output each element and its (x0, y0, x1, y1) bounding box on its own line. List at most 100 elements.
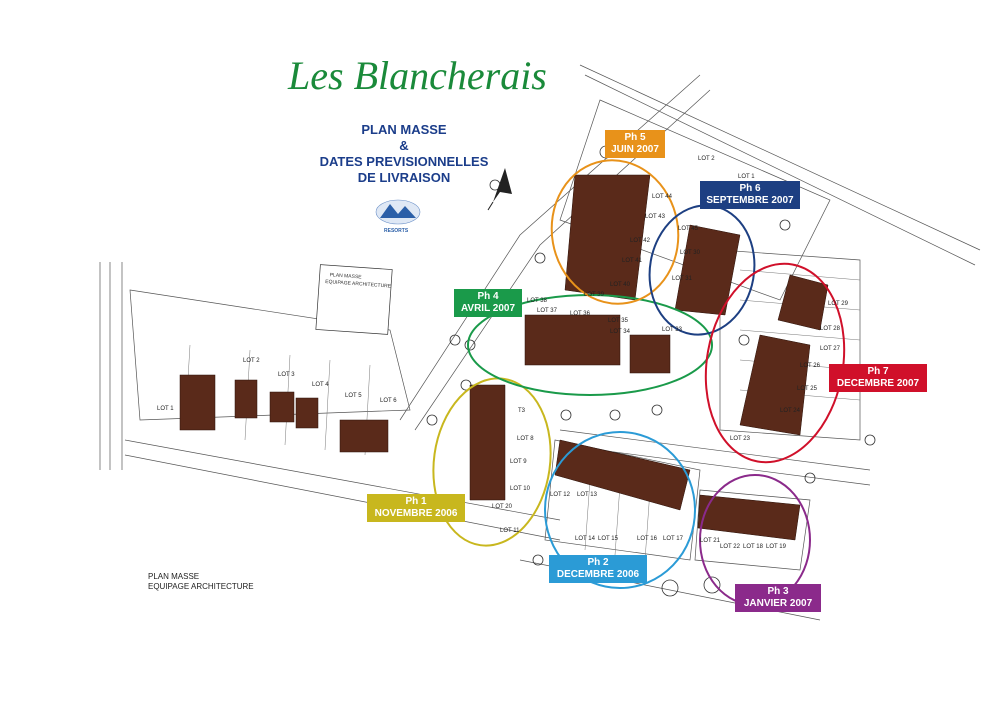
lot-label: LOT 14 (575, 536, 596, 542)
lot-label: LOT 3 (278, 372, 295, 378)
lot-label: LOT 45 (678, 226, 699, 232)
building-phase-4b (629, 334, 671, 374)
phase-2-outline (544, 431, 696, 589)
lot-label: LOT 12 (550, 492, 571, 498)
lot-label: LOT 1 (157, 406, 174, 412)
phase-2-label: Ph 2 DECEMBRE 2006 (549, 555, 647, 583)
page-title: Les Blancherais (288, 53, 547, 98)
lot-label: LOT 25 (797, 386, 818, 392)
phase-3-date: JANVIER 2007 (743, 598, 813, 609)
phase-5-label: Ph 5 JUIN 2007 (605, 130, 665, 158)
building-phase-3 (697, 494, 801, 541)
building-lot-1 (179, 374, 216, 431)
phase-outlines (432, 159, 846, 606)
phase-4-label: Ph 4 AVRIL 2007 (454, 289, 522, 317)
lot-label: LOT 5 (345, 393, 362, 399)
lot-label: LOT 4 (312, 382, 329, 388)
lot-label: LOT 33 (662, 327, 683, 333)
phase-4-outline (467, 294, 713, 396)
lot-label: LOT 20 (492, 504, 513, 510)
logo-text: RESORTS (384, 228, 409, 234)
lot-label: LOT 23 (730, 436, 751, 442)
lot-label: LOT 42 (630, 238, 651, 244)
lot-label: LOT 36 (570, 311, 591, 317)
lot-label: LOT 31 (672, 276, 693, 282)
lot-label: LOT 10 (510, 486, 531, 492)
lot-label: LOT 26 (800, 363, 821, 369)
phase-7-date: DECEMBRE 2007 (836, 378, 920, 389)
lot-label: LOT 29 (828, 301, 849, 307)
lot-label: LOT 35 (608, 318, 629, 324)
lot-label: LOT 24 (780, 408, 801, 414)
phase-3-number: Ph 3 (767, 586, 789, 597)
building-phase-4a (524, 314, 621, 366)
lot-label: LOT 18 (743, 544, 764, 550)
phase-6-label: Ph 6 SEPTEMBRE 2007 (700, 181, 800, 209)
phase-2-number: Ph 2 (587, 557, 609, 568)
lot-label: LOT 11 (500, 528, 520, 534)
subtitle-line-2: & (399, 138, 409, 153)
lot-label: LOT 39 (584, 292, 605, 298)
building-lot-2 (234, 379, 258, 419)
building-phase-1 (469, 384, 506, 501)
phase-6-number: Ph 6 (739, 183, 761, 194)
phase-5-number: Ph 5 (624, 132, 646, 143)
legend-box: PLAN MASSE EQUIPAGE ARCHITECTURE (315, 264, 393, 335)
lot-label: LOT 2 (698, 156, 715, 162)
lot-label: LOT 34 (610, 329, 631, 335)
lot-label: LOT 15 (598, 536, 619, 542)
phase-2-date: DECEMBRE 2006 (556, 569, 640, 580)
phase-4-number: Ph 4 (477, 291, 499, 302)
building-lot-3 (269, 391, 295, 423)
phase-3-label: Ph 3 JANVIER 2007 (735, 584, 821, 612)
building-lot-4 (295, 397, 319, 429)
legend-subtitle: EQUIPAGE ARCHITECTURE (325, 279, 392, 290)
lot-label: LOT 22 (720, 544, 741, 550)
lot-labels: LOT 1 LOT 2 LOT 3 LOT 4 LOT 5 LOT 6 LOT … (157, 156, 849, 550)
lot-label: LOT 43 (645, 214, 666, 220)
company-logo: RESORTS (375, 199, 421, 234)
lot-label: LOT 2 (243, 358, 260, 364)
footer-caption: PLAN MASSE EQUIPAGE ARCHITECTURE (148, 572, 254, 592)
subtitle-line-1: PLAN MASSE (361, 122, 447, 137)
phase-1-outline (432, 377, 552, 547)
phase-1-number: Ph 1 (405, 496, 427, 507)
lot-label: LOT 30 (680, 250, 701, 256)
lot-label: LOT 28 (820, 326, 841, 332)
lot-label: LOT 9 (510, 459, 527, 465)
phase-7-label: Ph 7 DECEMBRE 2007 (829, 364, 927, 392)
phase-1-label: Ph 1 NOVEMBRE 2006 (367, 494, 465, 522)
phase-4-date: AVRIL 2007 (460, 303, 516, 314)
north-arrow-icon (487, 168, 512, 211)
lot-label: LOT 1 (738, 174, 755, 180)
lot-label: LOT 13 (577, 492, 598, 498)
buildings (179, 174, 829, 541)
lot-label: LOT 6 (380, 398, 397, 404)
lot-label: T3 (518, 408, 526, 414)
legend-title: PLAN MASSE (329, 272, 362, 280)
lot-label: LOT 41 (622, 258, 643, 264)
subtitle-line-4: DE LIVRAISON (357, 170, 451, 185)
phase-1-date: NOVEMBRE 2006 (374, 508, 458, 519)
building-phase-7a (777, 274, 829, 331)
building-phase-7b (739, 334, 811, 436)
building-lot-5 (339, 419, 389, 453)
lot-label: LOT 16 (637, 536, 658, 542)
phase-5-date: JUIN 2007 (611, 144, 659, 155)
phase-6-date: SEPTEMBRE 2007 (706, 195, 794, 206)
building-phase-2 (554, 439, 691, 511)
lot-label: LOT 40 (610, 282, 631, 288)
phase-7-number: Ph 7 (867, 366, 889, 377)
lot-label: LOT 19 (766, 544, 787, 550)
footer-line-1: PLAN MASSE (148, 572, 200, 581)
building-phase-6 (674, 224, 741, 316)
lot-label: LOT 17 (663, 536, 684, 542)
lot-label: LOT 21 (700, 538, 721, 544)
phase-5-outline (550, 159, 680, 305)
subtitle-line-3: DATES PREVISIONNELLES (319, 154, 489, 169)
lot-label: LOT 44 (652, 194, 673, 200)
lot-label: LOT 38 (527, 298, 548, 304)
footer-line-2: EQUIPAGE ARCHITECTURE (148, 582, 254, 591)
lot-label: LOT 8 (517, 436, 534, 442)
